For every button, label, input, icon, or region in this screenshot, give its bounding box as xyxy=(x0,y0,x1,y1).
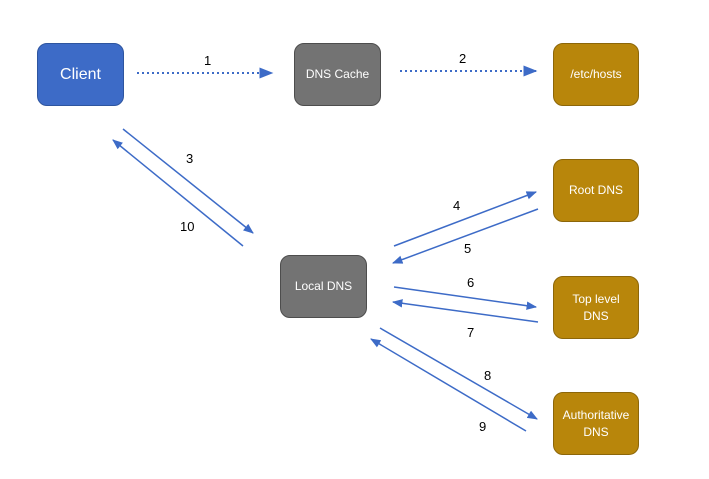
step-label-3: 3 xyxy=(186,151,193,166)
step-label-6: 6 xyxy=(467,275,474,290)
etc-hosts-label: /etc/hosts xyxy=(570,67,622,81)
edge-4-local-to-root xyxy=(393,191,537,247)
edge-9-auth-to-local xyxy=(370,338,527,432)
client-label: Client xyxy=(60,66,101,83)
etc-hosts-node: /etc/hosts xyxy=(553,43,639,106)
client-node: Client xyxy=(37,43,124,106)
local-dns-node: Local DNS xyxy=(280,255,367,318)
dns-cache-node: DNS Cache xyxy=(294,43,381,106)
step-label-5: 5 xyxy=(464,241,471,256)
authoritative-dns-node: Authoritative DNS xyxy=(553,392,639,455)
edge-5-root-to-local xyxy=(392,208,539,264)
local-dns-label: Local DNS xyxy=(294,279,353,293)
step-label-8: 8 xyxy=(484,368,491,383)
top-level-dns-label-line-2: DNS xyxy=(583,308,609,323)
step-label-2: 2 xyxy=(459,51,466,66)
step-label-9: 9 xyxy=(479,419,486,434)
dns-cache-label: DNS Cache xyxy=(305,67,370,81)
root-dns-node: Root DNS xyxy=(553,159,639,222)
step-label-4: 4 xyxy=(453,198,460,213)
top-level-dns-label-line-1: Top level xyxy=(572,291,620,306)
root-dns-label: Root DNS xyxy=(568,183,624,197)
authoritative-dns-label-line-2: DNS xyxy=(583,424,609,439)
step-label-1: 1 xyxy=(204,53,211,68)
edge-7-tld-to-local xyxy=(391,299,539,323)
edge-10-local-to-client xyxy=(112,139,244,247)
step-label-7: 7 xyxy=(467,325,474,340)
top-level-dns-node: Top level DNS xyxy=(553,276,639,339)
edge-8-local-to-auth xyxy=(379,327,538,420)
step-label-10: 10 xyxy=(180,219,194,234)
authoritative-dns-label-line-1: Authoritative xyxy=(562,407,630,422)
edge-3-client-to-local xyxy=(122,128,254,234)
edge-6-local-to-tld xyxy=(393,286,538,310)
